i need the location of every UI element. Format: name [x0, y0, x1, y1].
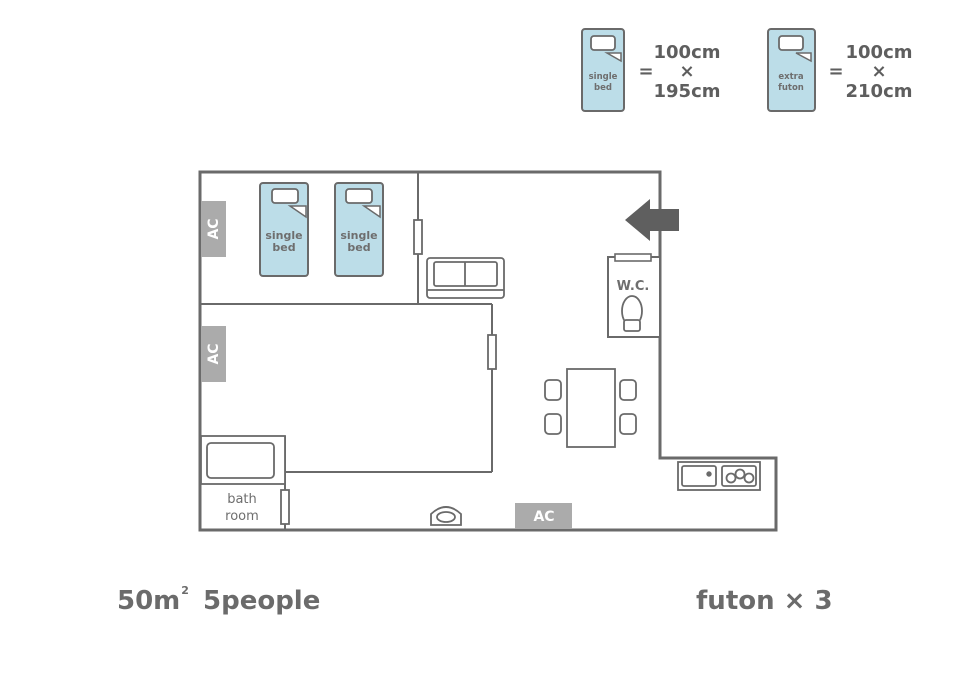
legend-futon-length: 210cm [846, 81, 913, 102]
legend-bed-length: 195cm [654, 81, 721, 102]
area-value: 50m [117, 586, 181, 616]
entrance-arrow-icon [625, 199, 679, 241]
legend-equals-1: = [638, 61, 653, 82]
ac-unit-top: AC [201, 201, 226, 257]
footer-people: 5people [203, 586, 321, 616]
legend-futon-width: 100cm [846, 42, 913, 63]
legend-bed-line1: single [589, 72, 618, 82]
area-superscript: 2 [181, 584, 189, 597]
sofa-icon [426, 257, 505, 299]
bath-label-line2: room [225, 509, 259, 524]
chair-icon [544, 379, 637, 435]
wc-label: W.C. [617, 279, 650, 294]
footer-futon: futon × 3 [696, 586, 833, 616]
footer-area: 50m2 [117, 584, 189, 616]
bath-label-line1: bath [227, 492, 257, 507]
legend-extra-futon: extra futon [767, 28, 816, 112]
legend-futon-line2: futon [778, 83, 804, 93]
table-icon [566, 368, 616, 448]
bed2-line1: single [340, 229, 377, 242]
svg-text:AC: AC [533, 509, 554, 525]
bed1-line1: single [265, 229, 302, 242]
sink-icon [681, 465, 717, 487]
stove-icon [721, 465, 757, 487]
legend-bed-times: × [679, 61, 694, 82]
legend-futon-line1: extra [778, 72, 804, 82]
svg-text:AC: AC [206, 218, 222, 239]
ac-unit-bottom: AC [515, 503, 572, 529]
single-bed-1: single bed [259, 182, 309, 277]
kitchen-counter [677, 461, 761, 491]
bed2-line2: bed [347, 241, 370, 254]
legend-futon-times: × [871, 61, 886, 82]
legend-single-bed: single bed [581, 28, 625, 112]
legend-equals-2: = [828, 61, 843, 82]
bed1-line2: bed [272, 241, 295, 254]
legend-bed-line2: bed [594, 83, 612, 93]
svg-text:AC: AC [206, 343, 222, 364]
ac-unit-middle: AC [201, 326, 226, 382]
doors [280, 219, 497, 525]
outer-wall [198, 170, 778, 532]
washbasin-icon [430, 506, 462, 526]
toilet-icon [621, 295, 643, 332]
wc-room: W.C. [607, 253, 661, 338]
bathtub-icon [200, 435, 286, 485]
single-bed-2: single bed [334, 182, 384, 277]
legend-bed-width: 100cm [654, 42, 721, 63]
